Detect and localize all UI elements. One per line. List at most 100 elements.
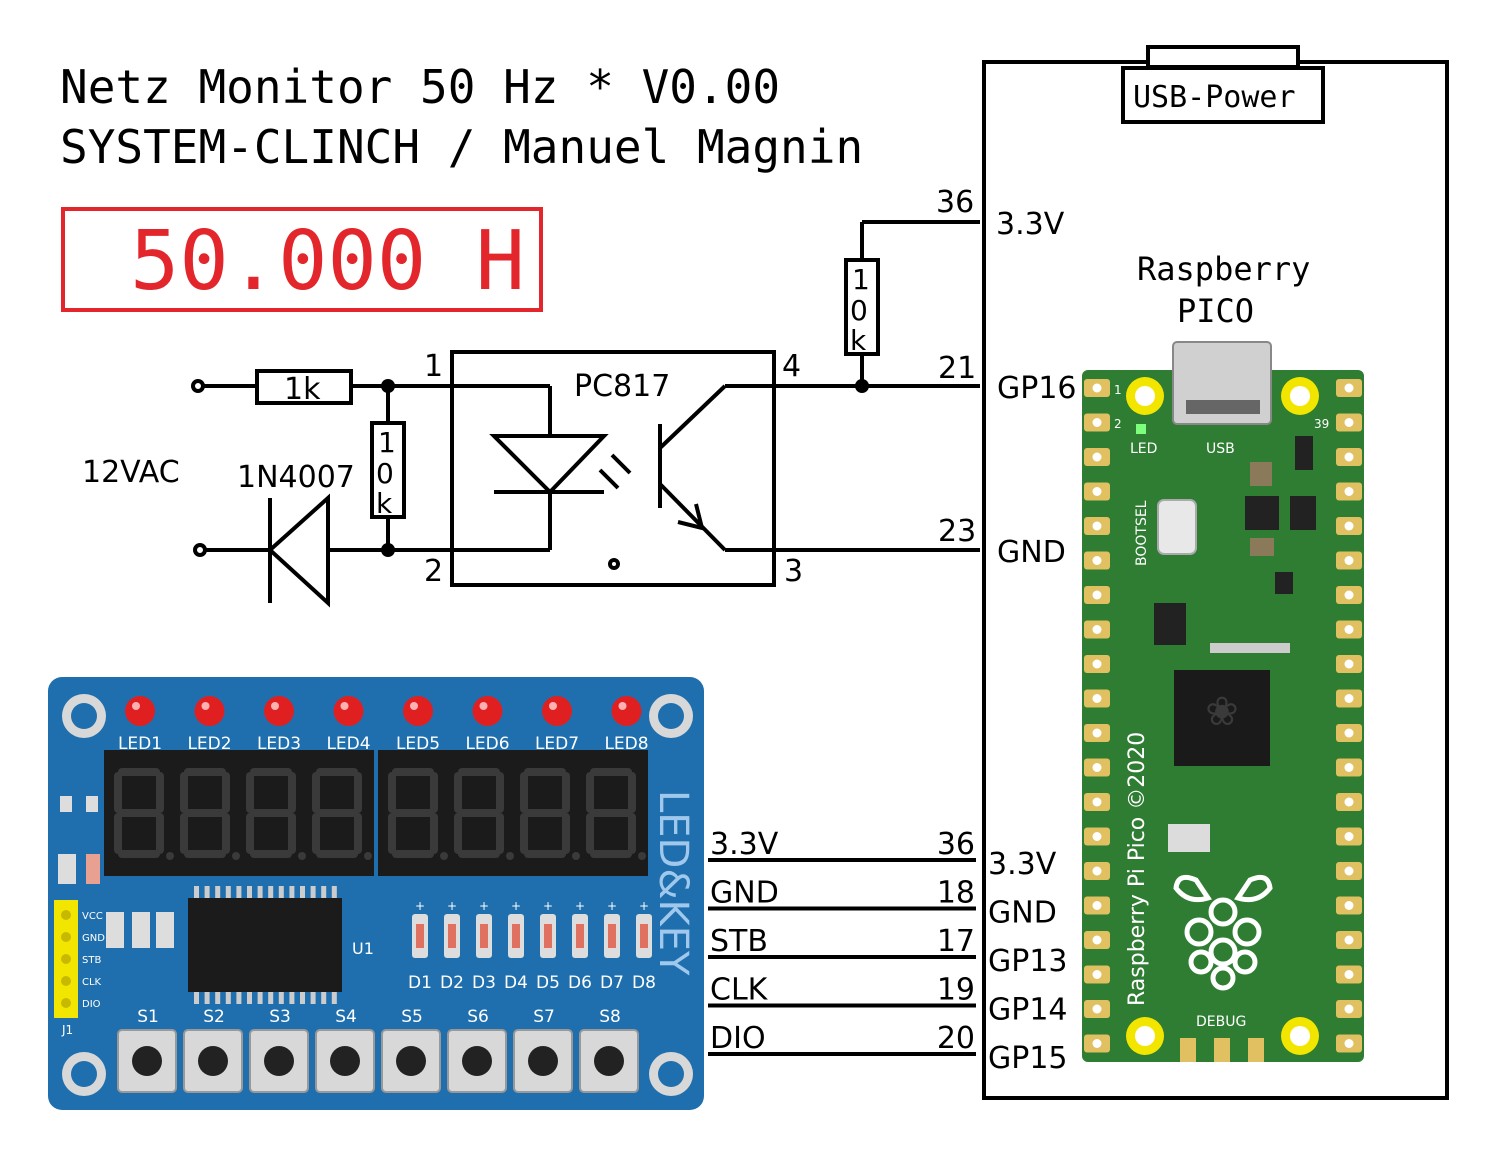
ledkey-switch-label: S6	[467, 1007, 489, 1027]
bootsel-label: BOOTSEL	[1134, 500, 1150, 566]
header-pin-label: GND	[82, 933, 105, 944]
ledkey-switch-label: S2	[203, 1007, 225, 1027]
terminal-bottom	[193, 543, 207, 557]
r2-label-3: k	[376, 487, 393, 520]
ledkey-switch-label: S3	[269, 1007, 291, 1027]
bus-right-label: GND	[988, 896, 1057, 931]
ledkey-led-icon	[611, 696, 642, 726]
opto-pin1-dot	[608, 558, 620, 570]
junction-dot	[381, 379, 395, 393]
bus-right-label: 3.3V	[988, 847, 1057, 882]
ledkey-led-icon	[194, 696, 225, 726]
ledkey-diode-label: D7	[600, 973, 624, 993]
r1-label: 1k	[284, 372, 321, 407]
ledkey-led-label: LED1	[118, 734, 162, 754]
ledkey-led-label: LED7	[535, 734, 579, 754]
diode-triangle	[267, 493, 330, 608]
pin-number-23: 23	[938, 514, 976, 549]
pico-name-line-1: Raspberry	[1137, 250, 1310, 288]
header-pin-label: DIO	[82, 999, 101, 1010]
pico-usb-label: USB	[1206, 441, 1235, 457]
ledkey-diode-label: D8	[632, 973, 656, 993]
ledkey-switch-label: S1	[137, 1007, 159, 1027]
raspberry-logo-icon: ❀	[1205, 689, 1239, 735]
ledkey-led-icon	[125, 696, 155, 726]
rp2040-chip	[1174, 670, 1270, 766]
ledkey-switch-row: S1 S2 S3 S4 S5 S6 S7 S8	[117, 1007, 639, 1093]
svg-text:+: +	[543, 899, 553, 913]
ledkey-led-label: LED3	[257, 734, 301, 754]
ledkey-diode-label: D5	[536, 973, 560, 993]
ledkey-switch-label: S5	[401, 1007, 423, 1027]
ledkey-switch-label: S4	[335, 1007, 357, 1027]
svg-text:+: +	[415, 899, 425, 913]
opto-pin-4: 4	[782, 349, 801, 384]
bus-pin-number: 20	[937, 1021, 975, 1056]
bus-pin-number: 36	[937, 827, 975, 862]
pico-silkscreen: Raspberry Pi Pico ©2020	[1125, 732, 1150, 1006]
raspberry-pi-logo-icon	[1173, 874, 1273, 991]
title-line-2: SYSTEM-CLINCH / Manuel Magnin	[60, 120, 863, 174]
pico-led	[1136, 424, 1146, 434]
bus-right-label: GP15	[988, 1041, 1068, 1076]
ledkey-brand: LED&KEY	[650, 790, 696, 976]
svg-text:+: +	[575, 899, 585, 913]
display-value: 50.000 H	[130, 214, 525, 309]
opto-label: PC817	[574, 369, 670, 404]
ledkey-led-label: LED2	[187, 734, 231, 754]
ledkey-led-icon	[333, 696, 364, 726]
pin-mark-39: 39	[1314, 417, 1329, 431]
pico-pads-right	[1336, 379, 1362, 1053]
seven-seg-digits	[114, 768, 646, 860]
r2-label-1: 1	[378, 426, 396, 459]
ledkey-ic	[188, 898, 342, 992]
r3-label-3: k	[850, 324, 867, 357]
ledkey-led-icon	[472, 696, 503, 726]
opto-pin-1: 1	[424, 349, 443, 384]
input-voltage-label: 12VAC	[82, 455, 180, 490]
opto-pin-2: 2	[424, 554, 443, 589]
display-frame	[61, 207, 543, 312]
ledkey-diode-row: +D1+D2+D3+D4+D5+D6+D7+D8	[408, 899, 656, 993]
bus-right-label: GP13	[988, 944, 1068, 979]
ledkey-led-icon	[264, 696, 294, 726]
pico-led-label: LED	[1130, 441, 1157, 457]
ledkey-led-icon	[403, 696, 433, 726]
header-pin-label: CLK	[82, 977, 102, 988]
r2-label-2: 0	[376, 457, 394, 490]
ledkey-switch-label: S8	[599, 1007, 621, 1027]
pico-pads-left	[1084, 379, 1110, 1053]
ledkey-diode-label: D1	[408, 973, 432, 993]
bus-pin-number: 18	[937, 876, 975, 911]
terminal-top	[191, 379, 205, 393]
signal-gp16: GP16	[997, 371, 1077, 406]
pico-name-line-2: PICO	[1177, 292, 1254, 330]
ledkey-diode-label: D3	[472, 973, 496, 993]
header-pin-label: VCC	[82, 911, 103, 922]
bootsel-button	[1157, 499, 1197, 555]
bus-left-label: CLK	[710, 973, 769, 1008]
pico-debug-label: DEBUG	[1196, 1014, 1246, 1030]
ledkey-ic-label: U1	[352, 939, 374, 958]
ledkey-led-label: LED6	[465, 734, 509, 754]
ledkey-switch-label: S7	[533, 1007, 555, 1027]
bus-left-label: STB	[710, 924, 768, 959]
pico-board: LED USB 1 2 39 BOOTSEL ❀ Raspberry Pi Pi…	[1082, 341, 1364, 1062]
ledkey-led-label: LED4	[326, 734, 370, 754]
pin-mark-2: 2	[1114, 417, 1122, 431]
usb-power-box	[1121, 66, 1325, 124]
junction-dot	[381, 543, 395, 557]
svg-text:+: +	[511, 899, 521, 913]
r3-label-2: 0	[850, 294, 868, 327]
ledkey-led-label: LED8	[604, 734, 648, 754]
opto-pin-3: 3	[784, 554, 803, 589]
svg-text:+: +	[639, 899, 649, 913]
ledkey-led-icon	[542, 696, 572, 726]
signal-gnd-top: GND	[997, 535, 1066, 570]
pin-number-21: 21	[938, 351, 976, 386]
bus-left-label: GND	[710, 876, 779, 911]
pico-input-wiring	[776, 220, 980, 552]
